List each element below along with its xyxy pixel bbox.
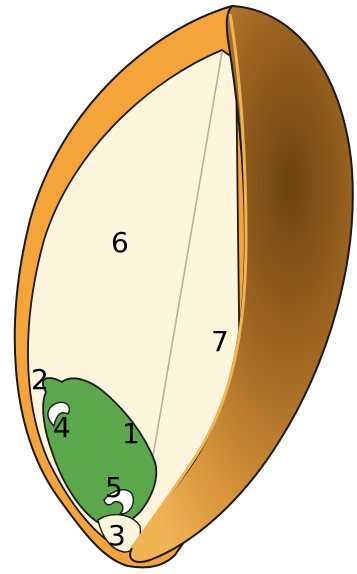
label-2: 2	[31, 363, 49, 396]
label-1: 1	[122, 417, 140, 450]
label-6: 6	[111, 226, 129, 259]
label-4: 4	[53, 411, 71, 444]
label-3: 3	[108, 519, 126, 552]
label-5: 5	[105, 471, 123, 504]
label-7: 7	[211, 325, 229, 358]
